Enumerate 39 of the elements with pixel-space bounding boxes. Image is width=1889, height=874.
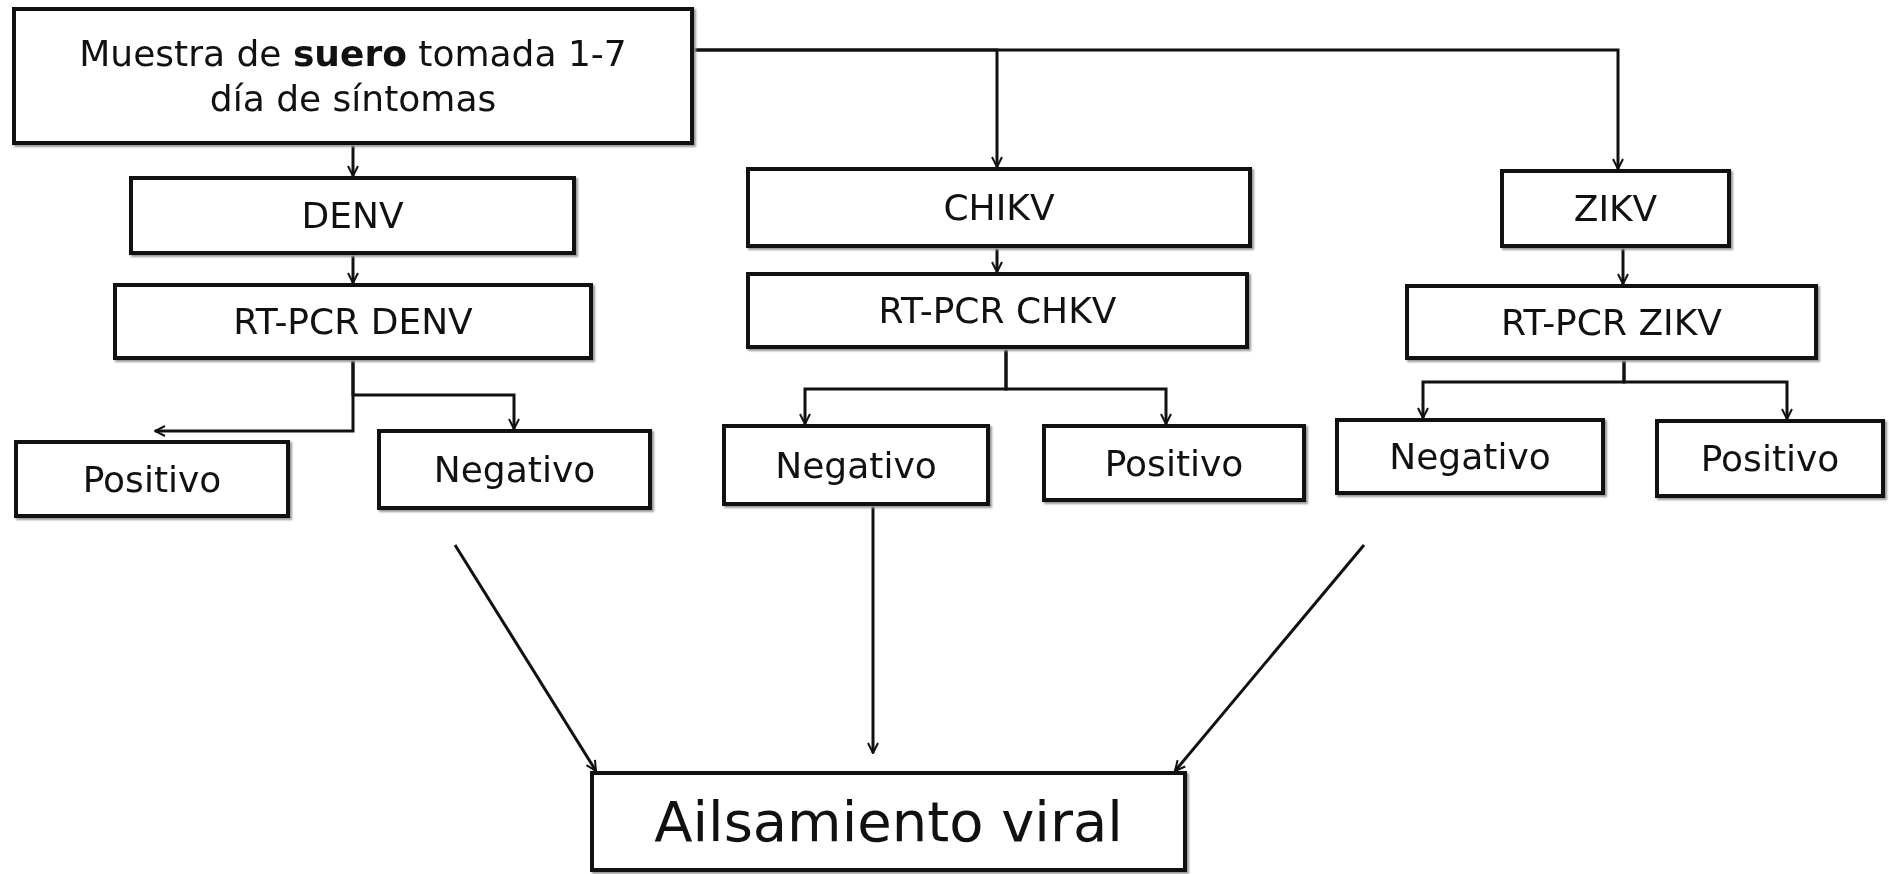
- node-label: Positivo: [82, 457, 222, 502]
- arrow: [1173, 544, 1366, 772]
- node-label: DENV: [301, 194, 404, 238]
- process-box: [722, 424, 990, 506]
- result-box: [590, 771, 1187, 872]
- node-label: Muestra de suero tomada 1-7 día de síntomas: [78, 32, 628, 121]
- arrow: [351, 360, 520, 430]
- arrow: [867, 506, 879, 754]
- process-box: [746, 167, 1252, 248]
- arrow: [347, 145, 359, 177]
- node-label: RT-PCR ZIKV: [1501, 300, 1722, 345]
- node-label: Positivo: [1700, 437, 1840, 481]
- process-box: [377, 429, 652, 510]
- process-box: [746, 272, 1249, 349]
- sample-box: [12, 7, 694, 145]
- arrow: [1622, 360, 1793, 420]
- process-box: [14, 440, 290, 518]
- node-label: RT-PCR CHKV: [878, 289, 1117, 333]
- arrow: [347, 255, 359, 284]
- arrow: [453, 544, 598, 772]
- node-label: Negativo: [433, 448, 596, 492]
- node-label: RT-PCR DENV: [233, 300, 473, 344]
- node-label: CHIKV: [943, 186, 1055, 230]
- node-label: Ailsamiento viral: [654, 787, 1123, 856]
- process-box: [1405, 284, 1818, 360]
- process-box: [129, 176, 576, 255]
- node-label: Negativo: [1389, 435, 1551, 479]
- node-label: Negativo: [775, 443, 937, 488]
- arrow: [694, 48, 1624, 170]
- node-label: ZIKV: [1573, 187, 1658, 231]
- process-box: [1500, 169, 1731, 248]
- process-box: [1335, 418, 1605, 495]
- process-box: [113, 283, 593, 360]
- arrow: [1004, 349, 1172, 425]
- arrow: [991, 248, 1003, 273]
- arrow: [1617, 248, 1629, 285]
- process-box: [1042, 424, 1306, 502]
- node-label: Positivo: [1104, 441, 1244, 486]
- process-box: [1655, 419, 1885, 498]
